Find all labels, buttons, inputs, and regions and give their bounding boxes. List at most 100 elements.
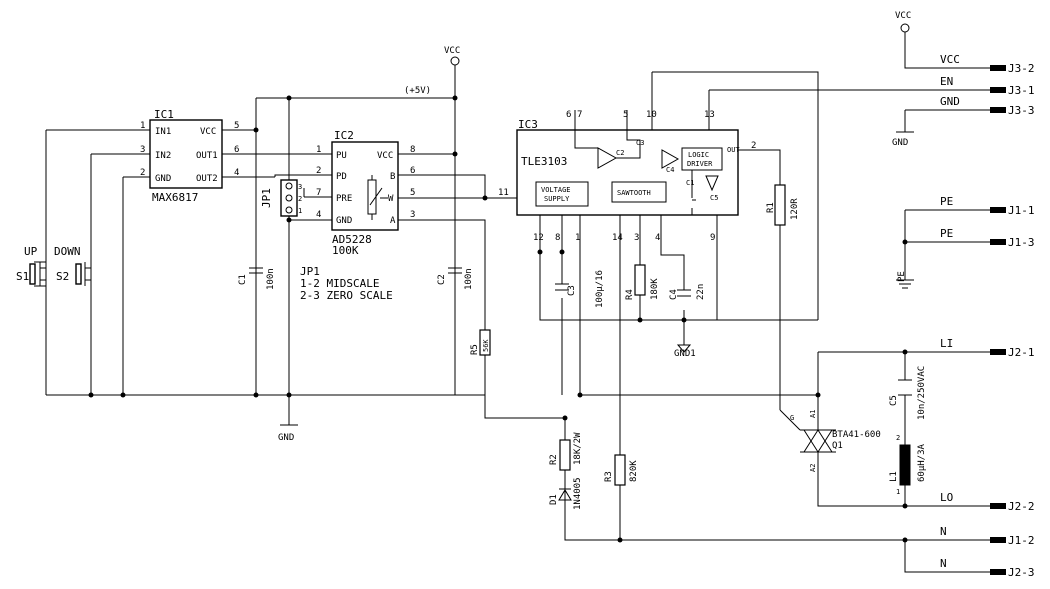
jp1-pin: 1	[298, 207, 302, 215]
net-label: N	[940, 557, 947, 570]
ic1-pin-in1: IN1	[155, 127, 171, 137]
pe-symbol: PE	[896, 271, 914, 289]
ic1-ref: IC1	[154, 108, 174, 121]
capacitor-c3: C3 100µ/16	[555, 270, 605, 308]
junction-dot	[537, 249, 543, 255]
q1-pin-a2: A2	[809, 464, 817, 472]
net-label: PE	[940, 195, 953, 208]
ic2-part: AD5228	[332, 233, 372, 246]
junction-dot	[902, 239, 908, 245]
ic3-pinnum: 8	[555, 233, 560, 243]
capacitor-c4: C4 22n	[669, 284, 706, 300]
junction-dot	[88, 392, 94, 398]
ic3-inner: C3	[636, 139, 644, 147]
ic3-pinnum: 10	[646, 110, 657, 120]
connectors: VCC J3-2 EN J3-1 GND J3-3 PE J1-1 PE J1-…	[940, 53, 1035, 579]
l1-pin: 1	[896, 488, 900, 496]
ic3-ref: IC3	[518, 118, 538, 131]
junction-dot	[902, 503, 908, 509]
junction-dot	[482, 195, 488, 201]
ic1-part: MAX6817	[152, 191, 198, 204]
r1-ref: R1	[766, 202, 776, 213]
pin-label: J3-3	[1008, 104, 1035, 117]
connector-j1-2: N J1-2	[940, 525, 1035, 547]
q1-ref: Q1	[832, 441, 843, 451]
ic2-pin-vcc: VCC	[377, 151, 393, 161]
ic3-block-supply: SUPPLY	[544, 195, 570, 203]
ic2-pinnum: 6	[410, 166, 415, 176]
pe-label: PE	[897, 271, 907, 282]
net-label: VCC	[940, 53, 960, 66]
net-label: LI	[940, 337, 953, 350]
ic3-pinnum: 6	[566, 110, 571, 120]
pin-label: J2-1	[1008, 346, 1035, 359]
ic2-pinnum: 4	[316, 210, 321, 220]
ic2-pinnum: 7	[316, 188, 321, 198]
ic2-pin-pre: PRE	[336, 194, 352, 204]
ic2-ref: IC2	[334, 129, 354, 142]
c4-ref: C4	[669, 289, 679, 300]
c2-value: 100n	[464, 268, 474, 290]
ic2-ad5228: IC2 AD5228 100K PU PD PRE GND VCC B W A …	[316, 129, 415, 257]
r2-value: 18K/2W	[573, 432, 583, 465]
ic3-pinnum: 11	[498, 188, 509, 198]
vcc-symbol-left: VCC (+5V)	[404, 46, 460, 96]
ic1-pinnum: 6	[234, 145, 239, 155]
ic1-pinnum: 1	[140, 121, 145, 131]
junction-dots	[88, 95, 908, 543]
junction-dot	[559, 249, 565, 255]
connector-j1-1: PE J1-1	[940, 195, 1035, 217]
resistor-r4: R4 180K	[625, 264, 660, 320]
junction-dot	[253, 127, 259, 133]
connector-j2-1: LI J2-1	[940, 337, 1035, 359]
ic3-block-voltage: VOLTAGE	[541, 186, 571, 194]
d1-value: 1N4005	[573, 477, 583, 510]
inductor-l1: L1 60µH/3A 2 1	[889, 434, 927, 496]
label-s2: S2	[56, 270, 69, 283]
jp1-note-zero: 2-3 ZERO SCALE	[300, 289, 393, 302]
junction-dot	[120, 392, 126, 398]
vcc-symbol-right: VCC	[895, 11, 911, 33]
connector-j2-2: LO J2-2	[940, 491, 1035, 513]
ic1-pin-out1: OUT1	[196, 151, 218, 161]
jp1-note-title: JP1	[300, 265, 320, 278]
junction-dot	[286, 392, 292, 398]
junction-dot	[562, 415, 568, 421]
jp1-note-midscale: 1-2 MIDSCALE	[300, 277, 379, 290]
wires	[45, 30, 990, 573]
capacitor-c2: C2 100n	[437, 267, 474, 290]
pin-label: J2-3	[1008, 566, 1035, 579]
q1-pin-a1: A1	[809, 410, 817, 418]
diode-d1: D1 1N4005	[549, 477, 583, 510]
label-s1: S1	[16, 270, 29, 283]
switch-s1: UP S1	[16, 245, 46, 287]
connector-j3-1: EN J3-1	[940, 75, 1035, 97]
ic3-pinnum: 7	[577, 110, 582, 120]
net-label: N	[940, 525, 947, 538]
net-label: PE	[940, 227, 953, 240]
ic2-pin-pu: PU	[336, 151, 347, 161]
ic3-block-sawtooth: SAWTOOTH	[617, 189, 651, 197]
pin-label: J1-2	[1008, 534, 1035, 547]
c5-value: 10n/250VAC	[917, 366, 927, 420]
capacitor-c5: C5 10n/250VAC	[889, 366, 927, 420]
connector-j3-2: VCC J3-2	[940, 53, 1035, 75]
ic3-inner: C2	[616, 149, 624, 157]
ic3-inner: OUT	[727, 146, 740, 154]
r2-ref: R2	[549, 454, 559, 465]
gnd-symbol-right: GND	[892, 131, 914, 148]
gnd-symbol-left: GND	[278, 424, 298, 443]
resistor-r3: R3 820K	[604, 454, 639, 486]
junction-dot	[815, 392, 821, 398]
pin-label: J1-1	[1008, 204, 1035, 217]
ic2-pinnum: 3	[410, 210, 415, 220]
connector-j1-3: PE J1-3	[940, 227, 1035, 249]
vcc-right-label: VCC	[895, 11, 911, 21]
jumper-jp1: JP1 3 2 1 JP1 1-2 MIDSCALE 2-3 ZERO SCAL…	[260, 179, 393, 302]
resistor-r2: R2 18K/2W	[549, 432, 583, 471]
ic3-pinnum: 2	[751, 141, 756, 151]
l1-value: 60µH/3A	[917, 443, 927, 482]
ic3-inner: C5	[710, 194, 718, 202]
junction-dot	[681, 317, 687, 323]
ic1-pinnum: 2	[140, 168, 145, 178]
